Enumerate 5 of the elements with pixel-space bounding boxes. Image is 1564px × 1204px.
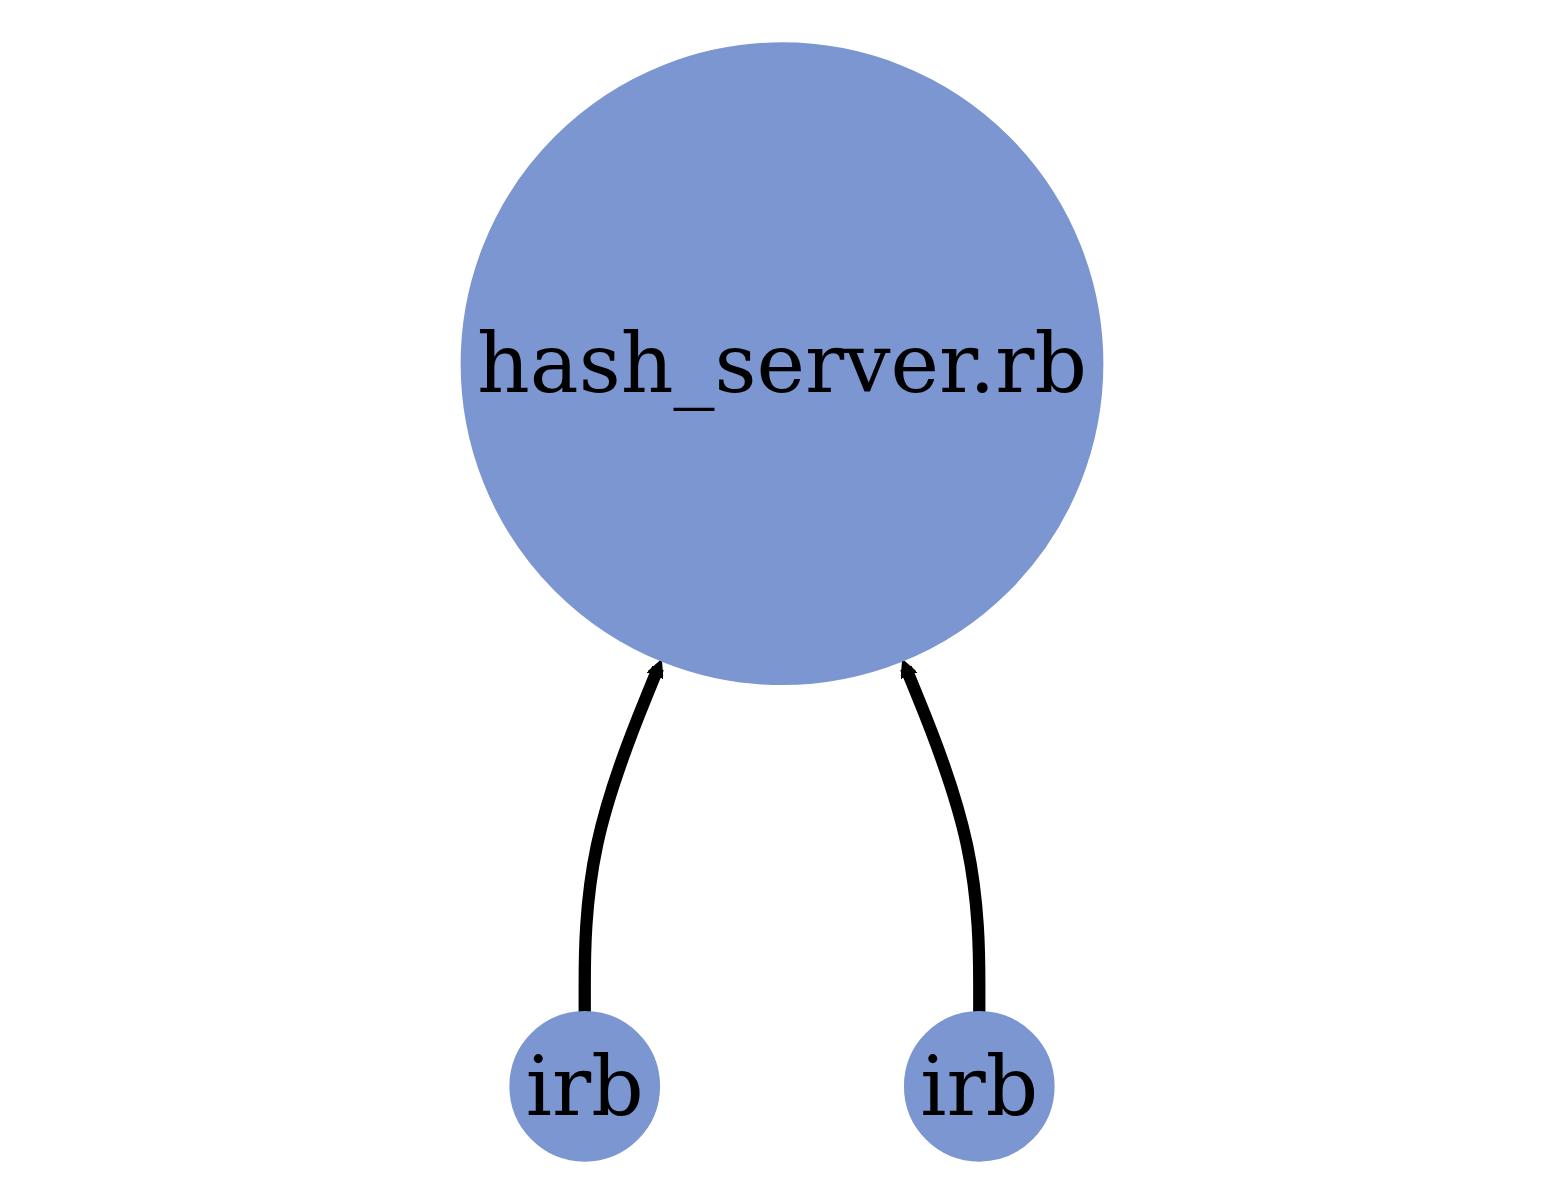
node-circle: irb (509, 1010, 661, 1162)
arrow (578, 659, 664, 1012)
arrow (900, 659, 986, 1012)
node-circle: hash_server.rb (460, 42, 1104, 686)
node-circle: irb (903, 1010, 1055, 1162)
